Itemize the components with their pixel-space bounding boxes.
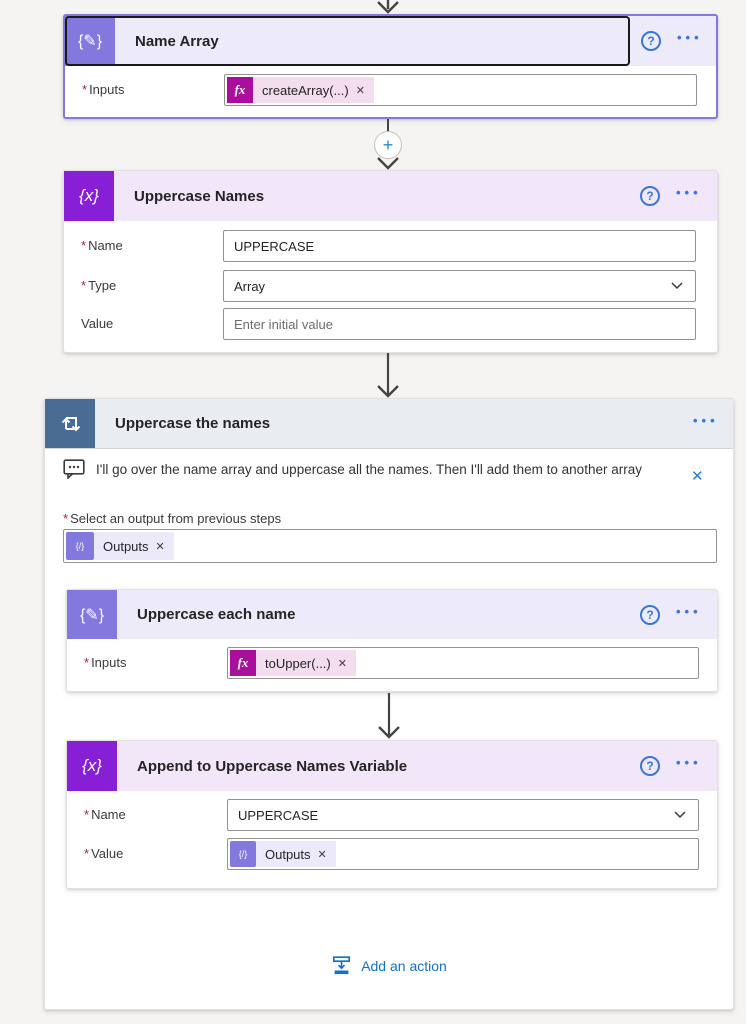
fx-token-createarray[interactable]: fx createArray(...) ✕	[227, 77, 374, 103]
insert-step-button[interactable]: +	[374, 131, 402, 159]
comment-icon	[63, 459, 85, 479]
card-header[interactable]: Uppercase the names •••	[45, 399, 733, 449]
connector-arrow	[378, 693, 400, 739]
type-label: *Type	[81, 278, 117, 293]
action-card-append-variable[interactable]: {x} Append to Uppercase Names Variable ?…	[66, 740, 718, 889]
required-marker: *	[63, 511, 69, 526]
help-icon[interactable]: ?	[640, 186, 660, 206]
connector-arrowhead	[377, 157, 399, 170]
variable-name-select[interactable]: UPPERCASE	[227, 799, 699, 831]
comment-close-icon[interactable]: ✕	[691, 468, 704, 485]
card-header[interactable]: {x} Append to Uppercase Names Variable ?…	[67, 741, 717, 791]
token-label: toUpper(...)	[265, 655, 331, 671]
outputs-icon: {/}	[66, 532, 94, 560]
card-header[interactable]: {✎} Uppercase each name ? •••	[67, 590, 717, 639]
fx-icon: fx	[230, 650, 256, 676]
fx-token-toupper[interactable]: fx toUpper(...) ✕	[230, 650, 356, 676]
inputs-label: *Inputs	[82, 82, 125, 97]
connector-arrow	[377, 0, 399, 14]
name-label: *Name	[84, 807, 126, 822]
connector-line	[387, 119, 389, 133]
required-marker: *	[84, 846, 90, 861]
card-title: Name Array	[135, 32, 219, 50]
required-marker: *	[84, 807, 90, 822]
variable-icon: {x}	[64, 171, 114, 221]
more-menu-button[interactable]: •••	[676, 604, 702, 619]
token-label: Outputs	[103, 538, 149, 554]
action-card-uppercase-each-name[interactable]: {✎} Uppercase each name ? ••• *Inputs fx…	[66, 589, 718, 692]
add-action-icon	[333, 956, 351, 975]
apply-to-each-icon	[45, 399, 95, 448]
inputs-field[interactable]: fx createArray(...) ✕	[224, 74, 697, 106]
add-action-button[interactable]: Add an action	[45, 955, 733, 976]
required-marker: *	[81, 238, 87, 253]
help-icon[interactable]: ?	[640, 756, 660, 776]
action-card-uppercase-names[interactable]: {x} Uppercase Names ? ••• *Name *Type Ar…	[63, 170, 718, 353]
token-remove-icon[interactable]: ✕	[317, 848, 327, 861]
value-label: Value	[81, 316, 114, 331]
card-header[interactable]: {x} Uppercase Names ? •••	[64, 171, 717, 221]
selected-option: UPPERCASE	[238, 807, 319, 823]
variable-name-input[interactable]	[223, 230, 696, 262]
selected-option: Array	[234, 278, 266, 294]
comment-row: I'll go over the name array and uppercas…	[63, 459, 642, 479]
required-marker: *	[81, 278, 87, 293]
inputs-label: *Inputs	[84, 655, 127, 670]
card-title: Uppercase each name	[137, 606, 296, 623]
inputs-field[interactable]: fx toUpper(...) ✕	[227, 647, 699, 679]
apply-to-each-container[interactable]: Uppercase the names ••• I'll go over the…	[44, 398, 734, 1010]
token-remove-icon[interactable]: ✕	[355, 84, 365, 97]
compose-icon: {✎}	[67, 590, 117, 639]
fx-icon: fx	[227, 77, 253, 103]
select-output-label: *Select an output from previous steps	[63, 511, 282, 526]
token-remove-icon[interactable]: ✕	[155, 540, 165, 553]
variable-value-input[interactable]	[223, 308, 696, 340]
action-card-name-array[interactable]: {✎} Name Array ? ••• *Inputs fx createAr…	[63, 14, 718, 119]
chevron-down-icon	[671, 282, 683, 290]
help-icon[interactable]: ?	[641, 31, 661, 51]
outputs-icon: {/}	[230, 841, 256, 867]
name-label: *Name	[81, 238, 123, 253]
card-title: Append to Uppercase Names Variable	[137, 757, 408, 775]
variable-type-select[interactable]: Array	[223, 270, 696, 302]
required-marker: *	[82, 82, 88, 97]
token-remove-icon[interactable]: ✕	[337, 657, 347, 670]
more-menu-button[interactable]: •••	[693, 413, 719, 428]
card-title: Uppercase the names	[115, 415, 271, 432]
required-marker: *	[84, 655, 90, 670]
card-title: Uppercase Names	[134, 187, 265, 205]
comment-text: I'll go over the name array and uppercas…	[96, 461, 642, 477]
chevron-down-icon	[674, 811, 686, 819]
outputs-token[interactable]: {/} Outputs ✕	[230, 841, 336, 867]
add-action-label: Add an action	[361, 957, 447, 974]
connector-arrow	[377, 353, 399, 398]
card-header[interactable]: {✎} Name Array ? •••	[65, 16, 716, 66]
outputs-token[interactable]: {/} Outputs ✕	[66, 532, 174, 560]
more-menu-button[interactable]: •••	[677, 30, 703, 45]
compose-icon: {✎}	[65, 16, 115, 66]
value-field[interactable]: {/} Outputs ✕	[227, 838, 699, 870]
variable-icon: {x}	[67, 741, 117, 791]
more-menu-button[interactable]: •••	[676, 185, 702, 200]
select-output-field[interactable]: {/} Outputs ✕	[63, 529, 717, 563]
token-label: Outputs	[265, 846, 311, 862]
value-label: *Value	[84, 846, 124, 861]
help-icon[interactable]: ?	[640, 605, 660, 625]
token-label: createArray(...)	[262, 82, 349, 98]
more-menu-button[interactable]: •••	[676, 755, 702, 770]
